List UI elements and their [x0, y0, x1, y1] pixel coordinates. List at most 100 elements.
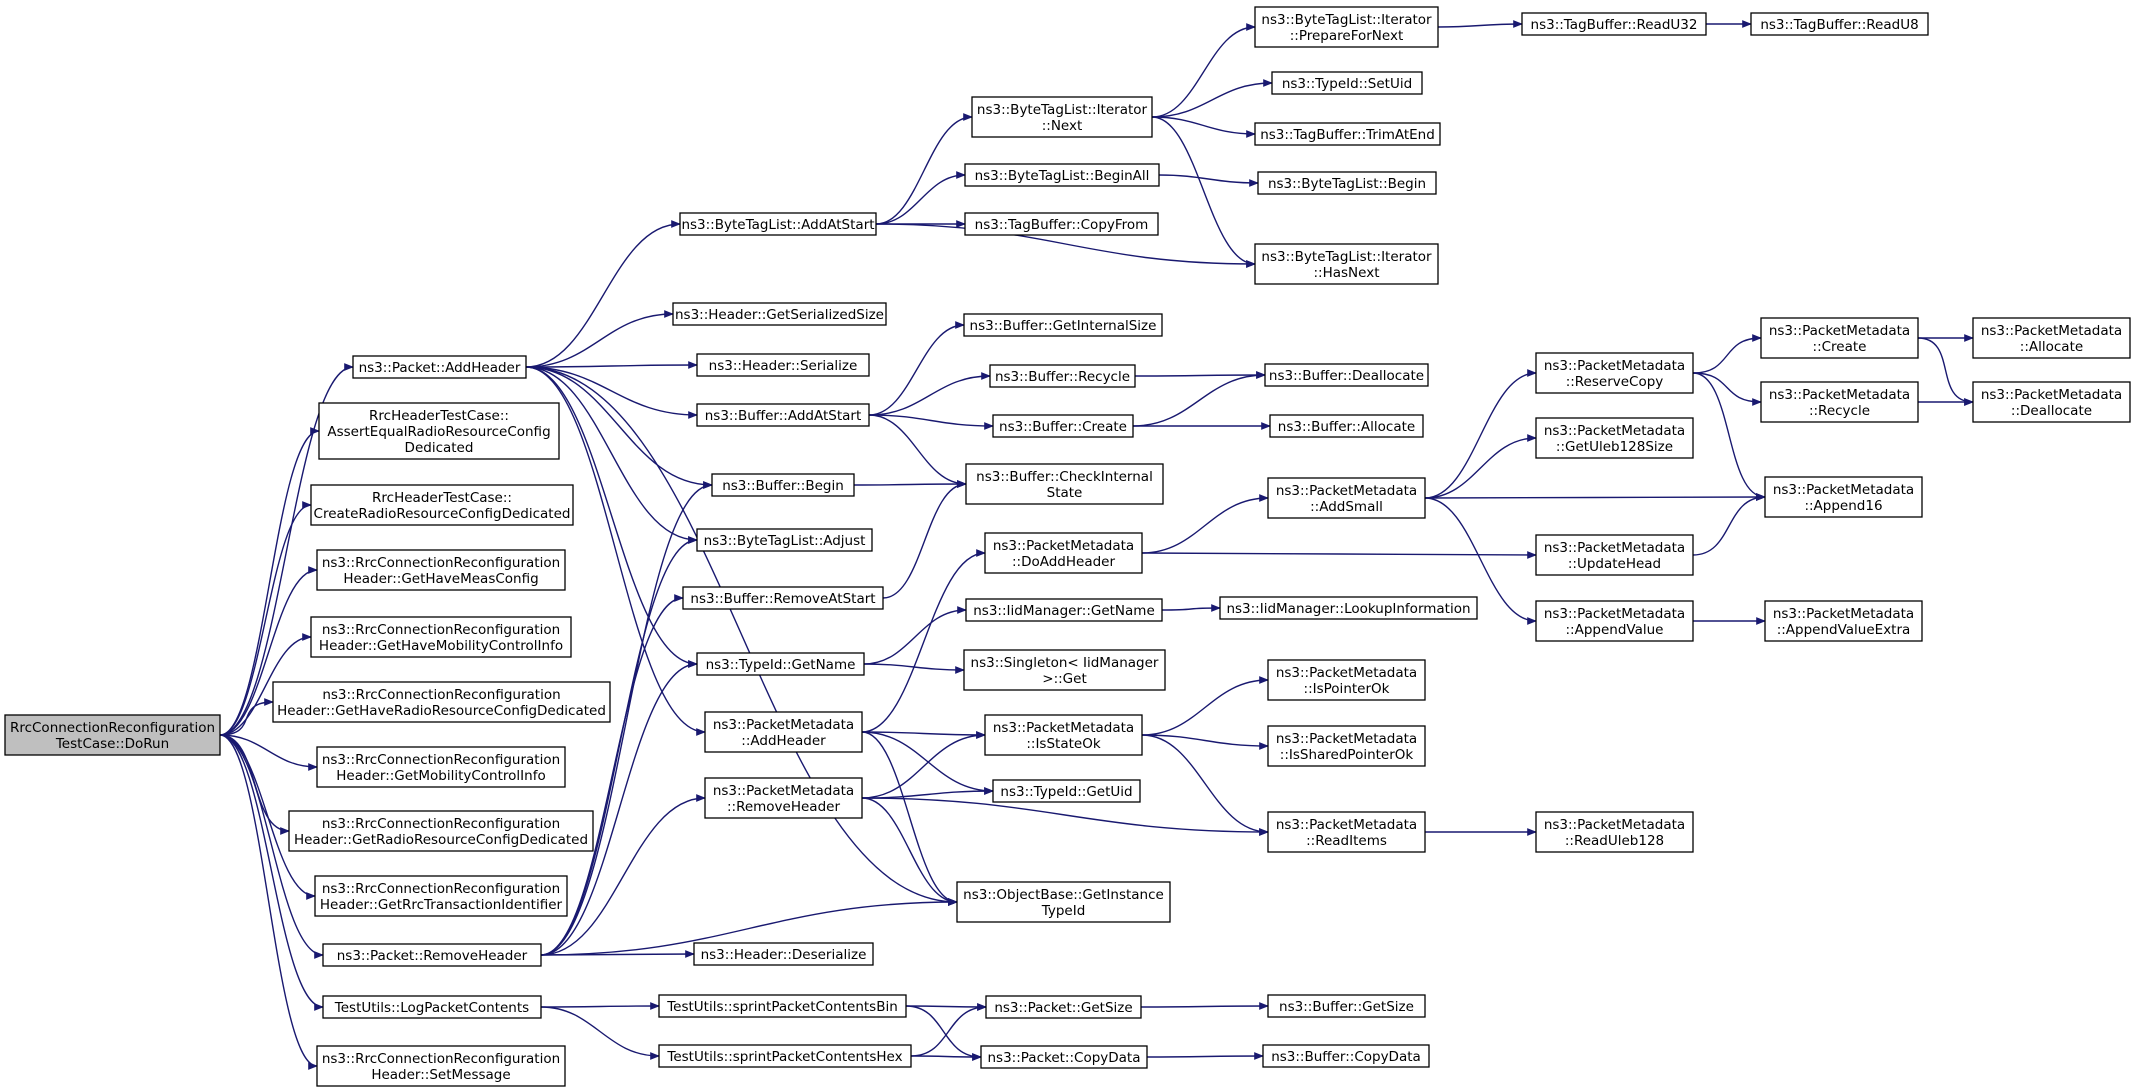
node-singleton-get[interactable]: ns3::Singleton< IidManager>::Get	[963, 649, 1166, 691]
node-hdr-deserialize[interactable]: ns3::Header::Deserialize	[693, 942, 874, 966]
node-label-line: ns3::IidManager::GetName	[973, 603, 1155, 619]
node-havemeas[interactable]: ns3::RrcConnectionReconfigurationHeader:…	[316, 549, 566, 591]
node-pm-addheader[interactable]: ns3::PacketMetadata::AddHeader	[704, 711, 863, 753]
node-label-line: ns3::PacketMetadata	[993, 720, 1134, 736]
node-typeid-getname[interactable]: ns3::TypeId::GetName	[696, 652, 865, 676]
node-hdr-getsize[interactable]: ns3::Header::GetSerializedSize	[672, 302, 887, 326]
call-edge-root-to-setmessage	[219, 734, 318, 1070]
node-root[interactable]: RrcConnectionReconfigurationTestCase::Do…	[4, 714, 221, 756]
node-pm-doaddheader[interactable]: ns3::PacketMetadata::DoAddHeader	[984, 532, 1143, 574]
node-label-line: ::IsStateOk	[1026, 736, 1100, 752]
node-logpacket[interactable]: TestUtils::LogPacketContents	[322, 995, 542, 1019]
node-label-line: ::ReserveCopy	[1566, 374, 1664, 390]
node-haveradio[interactable]: ns3::RrcConnectionReconfigurationHeader:…	[272, 681, 611, 723]
node-pm-create[interactable]: ns3::PacketMetadata::Create	[1760, 317, 1919, 359]
node-pm-append16[interactable]: ns3::PacketMetadata::Append16	[1764, 476, 1923, 518]
node-pm-deallocate[interactable]: ns3::PacketMetadata::Deallocate	[1972, 381, 2131, 423]
node-setmessage[interactable]: ns3::RrcConnectionReconfigurationHeader:…	[316, 1045, 566, 1087]
node-label-line: State	[1047, 485, 1083, 501]
node-box	[316, 746, 566, 788]
node-it-preparefornext[interactable]: ns3::ByteTagList::Iterator::PrepareForNe…	[1254, 6, 1439, 48]
node-pm-issharedpointerok[interactable]: ns3::PacketMetadata::IsSharedPointerOk	[1267, 725, 1426, 767]
node-assertequal[interactable]: RrcHeaderTestCase::AssertEqualRadioResou…	[318, 402, 560, 460]
node-box	[711, 473, 855, 497]
call-edge-root-to-logpacket	[219, 734, 324, 1011]
node-pm-readuleb128[interactable]: ns3::PacketMetadata::ReadUleb128	[1535, 811, 1694, 853]
node-label-line: ns3::Packet::AddHeader	[359, 360, 521, 376]
node-btl-begin[interactable]: ns3::ByteTagList::Begin	[1257, 171, 1437, 195]
node-iid-getname[interactable]: ns3::IidManager::GetName	[965, 598, 1163, 622]
node-pm-isstateok[interactable]: ns3::PacketMetadata::IsStateOk	[984, 714, 1143, 756]
node-btl-addatstart[interactable]: ns3::ByteTagList::AddAtStart	[679, 212, 877, 236]
node-buf-begin[interactable]: ns3::Buffer::Begin	[711, 473, 855, 497]
node-label-line: ::AddHeader	[741, 733, 826, 749]
node-it-hasnext[interactable]: ns3::ByteTagList::Iterator::HasNext	[1254, 243, 1439, 285]
node-pm-addsmall[interactable]: ns3::PacketMetadata::AddSmall	[1267, 477, 1426, 519]
node-tu-hex[interactable]: TestUtils::sprintPacketContentsHex	[658, 1044, 912, 1068]
node-label-line: ns3::PacketMetadata	[1276, 731, 1417, 747]
node-pm-appendvalue[interactable]: ns3::PacketMetadata::AppendValue	[1535, 600, 1694, 642]
call-edge-pm_addheader-to-pm_doaddheader	[861, 549, 986, 733]
node-tb-trimatend[interactable]: ns3::TagBuffer::TrimAtEnd	[1254, 122, 1441, 146]
node-label-line: ns3::ByteTagList::AddAtStart	[681, 217, 874, 233]
node-box	[1764, 476, 1923, 518]
node-label-line: ns3::PacketMetadata	[1773, 482, 1914, 498]
node-buf-create[interactable]: ns3::Buffer::Create	[992, 414, 1134, 438]
node-buf-getsize[interactable]: ns3::Buffer::GetSize	[1267, 994, 1426, 1018]
node-buf-getinternalsize[interactable]: ns3::Buffer::GetInternalSize	[963, 313, 1163, 337]
node-pm-removeheader[interactable]: ns3::PacketMetadata::RemoveHeader	[704, 777, 863, 819]
node-label-line: ::Create	[1813, 339, 1867, 355]
node-pkt-getsize[interactable]: ns3::Packet::GetSize	[985, 995, 1142, 1019]
node-label-line: ::IsSharedPointerOk	[1280, 747, 1414, 763]
node-tb-copyfrom[interactable]: ns3::TagBuffer::CopyFrom	[964, 212, 1159, 236]
node-getradio[interactable]: ns3::RrcConnectionReconfigurationHeader:…	[288, 810, 594, 852]
node-pm-ispointerok[interactable]: ns3::PacketMetadata::IsPointerOk	[1267, 659, 1426, 701]
call-edge-pm_addsmall-to-pm_appendvalue	[1424, 497, 1537, 625]
call-edge-addheader-to-typeid_getname	[525, 366, 698, 668]
node-buf-removeatstart[interactable]: ns3::Buffer::RemoveAtStart	[682, 586, 884, 610]
node-buf-allocate[interactable]: ns3::Buffer::Allocate	[1269, 414, 1424, 438]
node-buf-addatstart[interactable]: ns3::Buffer::AddAtStart	[696, 403, 870, 427]
node-havemobility[interactable]: ns3::RrcConnectionReconfigurationHeader:…	[310, 616, 572, 658]
node-addheader[interactable]: ns3::Packet::AddHeader	[352, 355, 527, 379]
node-hdr-serialize[interactable]: ns3::Header::Serialize	[696, 353, 870, 377]
node-typeid-setuid[interactable]: ns3::TypeId::SetUid	[1271, 71, 1423, 95]
node-label-line: ns3::Header::Deserialize	[701, 947, 867, 963]
node-createradio[interactable]: RrcHeaderTestCase::CreateRadioResourceCo…	[310, 484, 574, 526]
node-pm-updatehead[interactable]: ns3::PacketMetadata::UpdateHead	[1535, 534, 1694, 576]
node-typeid-getuid[interactable]: ns3::TypeId::GetUid	[992, 779, 1141, 803]
node-btl-adjust[interactable]: ns3::ByteTagList::Adjust	[696, 528, 873, 552]
node-getrrc[interactable]: ns3::RrcConnectionReconfigurationHeader:…	[314, 875, 568, 917]
node-pm-recycle[interactable]: ns3::PacketMetadata::Recycle	[1760, 381, 1919, 423]
node-iid-lookup[interactable]: ns3::IidManager::LookupInformation	[1219, 596, 1478, 620]
node-label-line: ns3::ByteTagList::Iterator	[1261, 12, 1432, 28]
call-edge-root-to-getmobility	[219, 734, 318, 771]
node-tb-readu8[interactable]: ns3::TagBuffer::ReadU8	[1750, 12, 1929, 36]
node-label-line: ns3::Buffer::AddAtStart	[705, 408, 862, 424]
node-tu-bin[interactable]: TestUtils::sprintPacketContentsBin	[658, 994, 907, 1018]
node-label-line: CreateRadioResourceConfigDedicated	[314, 506, 571, 522]
node-buf-recycle[interactable]: ns3::Buffer::Recycle	[989, 364, 1136, 388]
node-pm-reservecopy[interactable]: ns3::PacketMetadata::ReserveCopy	[1535, 352, 1694, 394]
node-box	[963, 649, 1166, 691]
node-label-line: ns3::ObjectBase::GetInstance	[963, 887, 1164, 903]
node-buf-copydata[interactable]: ns3::Buffer::CopyData	[1262, 1044, 1430, 1068]
node-box	[1972, 317, 2131, 359]
node-pkt-copydata[interactable]: ns3::Packet::CopyData	[980, 1045, 1148, 1069]
node-tb-readu32[interactable]: ns3::TagBuffer::ReadU32	[1521, 12, 1707, 36]
node-btl-beginall[interactable]: ns3::ByteTagList::BeginAll	[964, 163, 1160, 187]
node-pm-appendvalueextra[interactable]: ns3::PacketMetadata::AppendValueExtra	[1764, 600, 1923, 642]
node-buf-deallocate[interactable]: ns3::Buffer::Deallocate	[1264, 363, 1429, 387]
node-label-line: ::DoAddHeader	[1012, 554, 1115, 570]
call-edge-pkt_getsize-to-buf_getsize	[1140, 1002, 1269, 1010]
node-pm-readitems[interactable]: ns3::PacketMetadata::ReadItems	[1267, 811, 1426, 853]
node-pm-getuleb128size[interactable]: ns3::PacketMetadata::GetUleb128Size	[1535, 417, 1694, 459]
node-removeheader[interactable]: ns3::Packet::RemoveHeader	[322, 943, 542, 967]
node-pm-allocate[interactable]: ns3::PacketMetadata::Allocate	[1972, 317, 2131, 359]
node-box	[288, 810, 594, 852]
call-edge-pm_removeheader-to-ob_getinstance	[861, 797, 958, 906]
node-getmobility[interactable]: ns3::RrcConnectionReconfigurationHeader:…	[316, 746, 566, 788]
node-it-next[interactable]: ns3::ByteTagList::Iterator::Next	[971, 96, 1153, 138]
